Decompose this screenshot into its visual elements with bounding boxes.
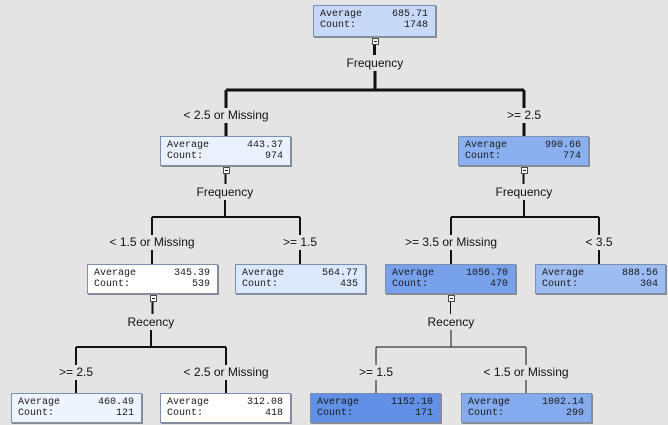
branch-condition-label: >= 2.5 (59, 365, 94, 380)
count-value: 539 (191, 279, 210, 290)
average-value: 685.71 (391, 9, 428, 20)
average-value: 443.37 (246, 140, 283, 151)
branch-condition-label: >= 1.5 (283, 235, 318, 250)
average-value: 1056.70 (465, 268, 508, 279)
count-value: 470 (489, 279, 508, 290)
average-value: 564.77 (321, 268, 358, 279)
average-label: Average (320, 9, 363, 20)
average-label: Average (468, 397, 511, 408)
branch-condition-label: < 1.5 or Missing (109, 235, 195, 250)
node-average-row: Average 1002.14 (462, 397, 591, 408)
count-label: Count: (465, 151, 502, 162)
count-label: Count: (317, 408, 354, 419)
count-value: 435 (339, 279, 358, 290)
node-count-row: Count: 974 (161, 151, 290, 162)
node-count-row: Count: 539 (88, 279, 217, 290)
node-average-row: Average 312.08 (161, 397, 290, 408)
average-label: Average (317, 397, 360, 408)
count-label: Count: (167, 151, 204, 162)
split-variable-label: Frequency (346, 56, 404, 71)
collapse-toggle-icon[interactable] (520, 167, 528, 174)
average-value: 1002.14 (541, 397, 584, 408)
count-value: 304 (639, 279, 658, 290)
collapse-toggle-icon[interactable] (447, 295, 455, 302)
average-value: 888.56 (621, 268, 658, 279)
count-value: 121 (115, 408, 134, 419)
average-label: Average (542, 268, 585, 279)
node-average-row: Average 1152.10 (311, 397, 440, 408)
node-count-row: Count: 299 (462, 408, 591, 419)
average-label: Average (18, 397, 61, 408)
count-value: 299 (565, 408, 584, 419)
node-average-row: Average 685.71 (314, 9, 435, 20)
average-label: Average (167, 140, 210, 151)
node-count-row: Count: 774 (459, 151, 588, 162)
collapse-toggle-icon[interactable] (149, 295, 157, 302)
count-value: 418 (264, 408, 283, 419)
count-label: Count: (242, 279, 279, 290)
branch-condition-label: >= 1.5 (359, 365, 394, 380)
branch-condition-label: >= 3.5 or Missing (405, 235, 498, 250)
node-average-row: Average 345.39 (88, 268, 217, 279)
node-count-row: Count: 121 (12, 408, 141, 419)
count-label: Count: (542, 279, 579, 290)
node-average-row: Average 460.49 (12, 397, 141, 408)
count-value: 774 (562, 151, 581, 162)
node-count-row: Count: 171 (311, 408, 440, 419)
branch-condition-label: < 2.5 or Missing (183, 108, 269, 123)
node-average-row: Average 1056.70 (386, 268, 515, 279)
count-label: Count: (94, 279, 131, 290)
node-average-row: Average 888.56 (536, 268, 665, 279)
branch-condition-label: >= 2.5 (507, 108, 542, 123)
collapse-toggle-icon[interactable] (222, 167, 230, 174)
split-variable-label: Frequency (196, 185, 254, 200)
count-label: Count: (18, 408, 55, 419)
branch-condition-label: < 2.5 or Missing (183, 365, 269, 380)
node-count-row: Count: 304 (536, 279, 665, 290)
average-label: Average (465, 140, 508, 151)
average-label: Average (167, 397, 210, 408)
node-count-row: Count: 435 (236, 279, 365, 290)
split-variable-label: Recency (127, 315, 175, 330)
average-label: Average (94, 268, 137, 279)
count-value: 974 (264, 151, 283, 162)
average-label: Average (392, 268, 435, 279)
node-count-row: Count: 418 (161, 408, 290, 419)
node-count-row: Count: 470 (386, 279, 515, 290)
count-label: Count: (468, 408, 505, 419)
node-average-row: Average 990.66 (459, 140, 588, 151)
count-label: Count: (167, 408, 204, 419)
average-label: Average (242, 268, 285, 279)
average-value: 312.08 (246, 397, 283, 408)
collapse-toggle-icon[interactable] (371, 38, 379, 45)
split-variable-label: Recency (427, 315, 475, 330)
average-value: 345.39 (173, 268, 210, 279)
average-value: 1152.10 (390, 397, 433, 408)
branch-condition-label: < 3.5 (585, 235, 613, 250)
count-value: 171 (414, 408, 433, 419)
count-label: Count: (392, 279, 429, 290)
average-value: 990.66 (544, 140, 581, 151)
node-count-row: Count: 1748 (314, 20, 435, 31)
branch-condition-label: < 1.5 or Missing (483, 365, 569, 380)
split-variable-label: Frequency (495, 185, 553, 200)
node-average-row: Average 564.77 (236, 268, 365, 279)
node-average-row: Average 443.37 (161, 140, 290, 151)
average-value: 460.49 (97, 397, 134, 408)
count-value: 1748 (403, 20, 428, 31)
count-label: Count: (320, 20, 357, 31)
